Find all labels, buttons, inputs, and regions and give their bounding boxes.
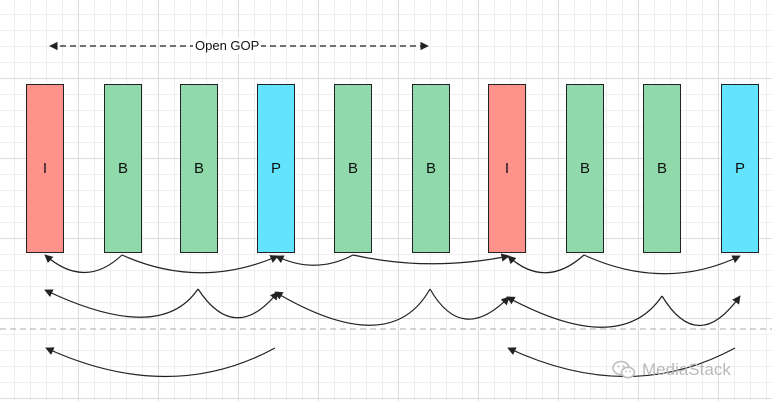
ref-arrow-b6-to-i2 — [506, 295, 663, 328]
frame-1-label: I — [42, 160, 48, 177]
frame-5-label: B — [347, 160, 358, 177]
frame-1: I — [26, 84, 64, 253]
ref-arrow-p-to-i — [45, 347, 276, 378]
frame-7: I — [488, 84, 526, 253]
frame-8-label: B — [579, 160, 590, 177]
frame-5: B — [334, 84, 372, 253]
ref-arrow-b3-to-p — [275, 254, 354, 266]
wechat-icon — [612, 360, 636, 379]
frame-9: B — [643, 84, 681, 253]
frame-10-label: P — [734, 160, 745, 177]
frame-7-label: I — [504, 160, 510, 177]
frame-4-label: P — [270, 160, 281, 177]
ref-arrow-b2-to-p — [197, 288, 279, 319]
frame-3: B — [180, 84, 218, 253]
frame-9-label: B — [656, 160, 667, 177]
ref-arrow-b1-to-p — [121, 254, 279, 274]
frame-8: B — [566, 84, 604, 253]
frame-3-label: B — [193, 160, 204, 177]
frame-10: P — [721, 84, 759, 253]
ref-arrow-b4-to-i2 — [429, 288, 510, 320]
ref-arrow-b5-to-i2 — [507, 254, 585, 274]
watermark: MediaStack — [612, 359, 731, 381]
frame-6-label: B — [425, 160, 436, 177]
ref-arrow-b6-to-p2 — [661, 295, 741, 326]
ref-arrow-b2-to-i — [44, 288, 199, 318]
frame-2: B — [104, 84, 142, 253]
ref-arrow-b3-to-i2 — [352, 253, 510, 265]
frame-2-label: B — [117, 160, 128, 177]
frame-4: P — [257, 84, 295, 253]
open-gop-label: Open GOP — [193, 38, 262, 54]
frame-6: B — [412, 84, 450, 253]
ref-arrow-b4-to-p — [274, 288, 431, 326]
ref-arrow-b1-to-i — [44, 254, 123, 274]
watermark-text: MediaStack — [642, 360, 731, 379]
ref-arrow-b5-to-p2 — [583, 254, 741, 275]
